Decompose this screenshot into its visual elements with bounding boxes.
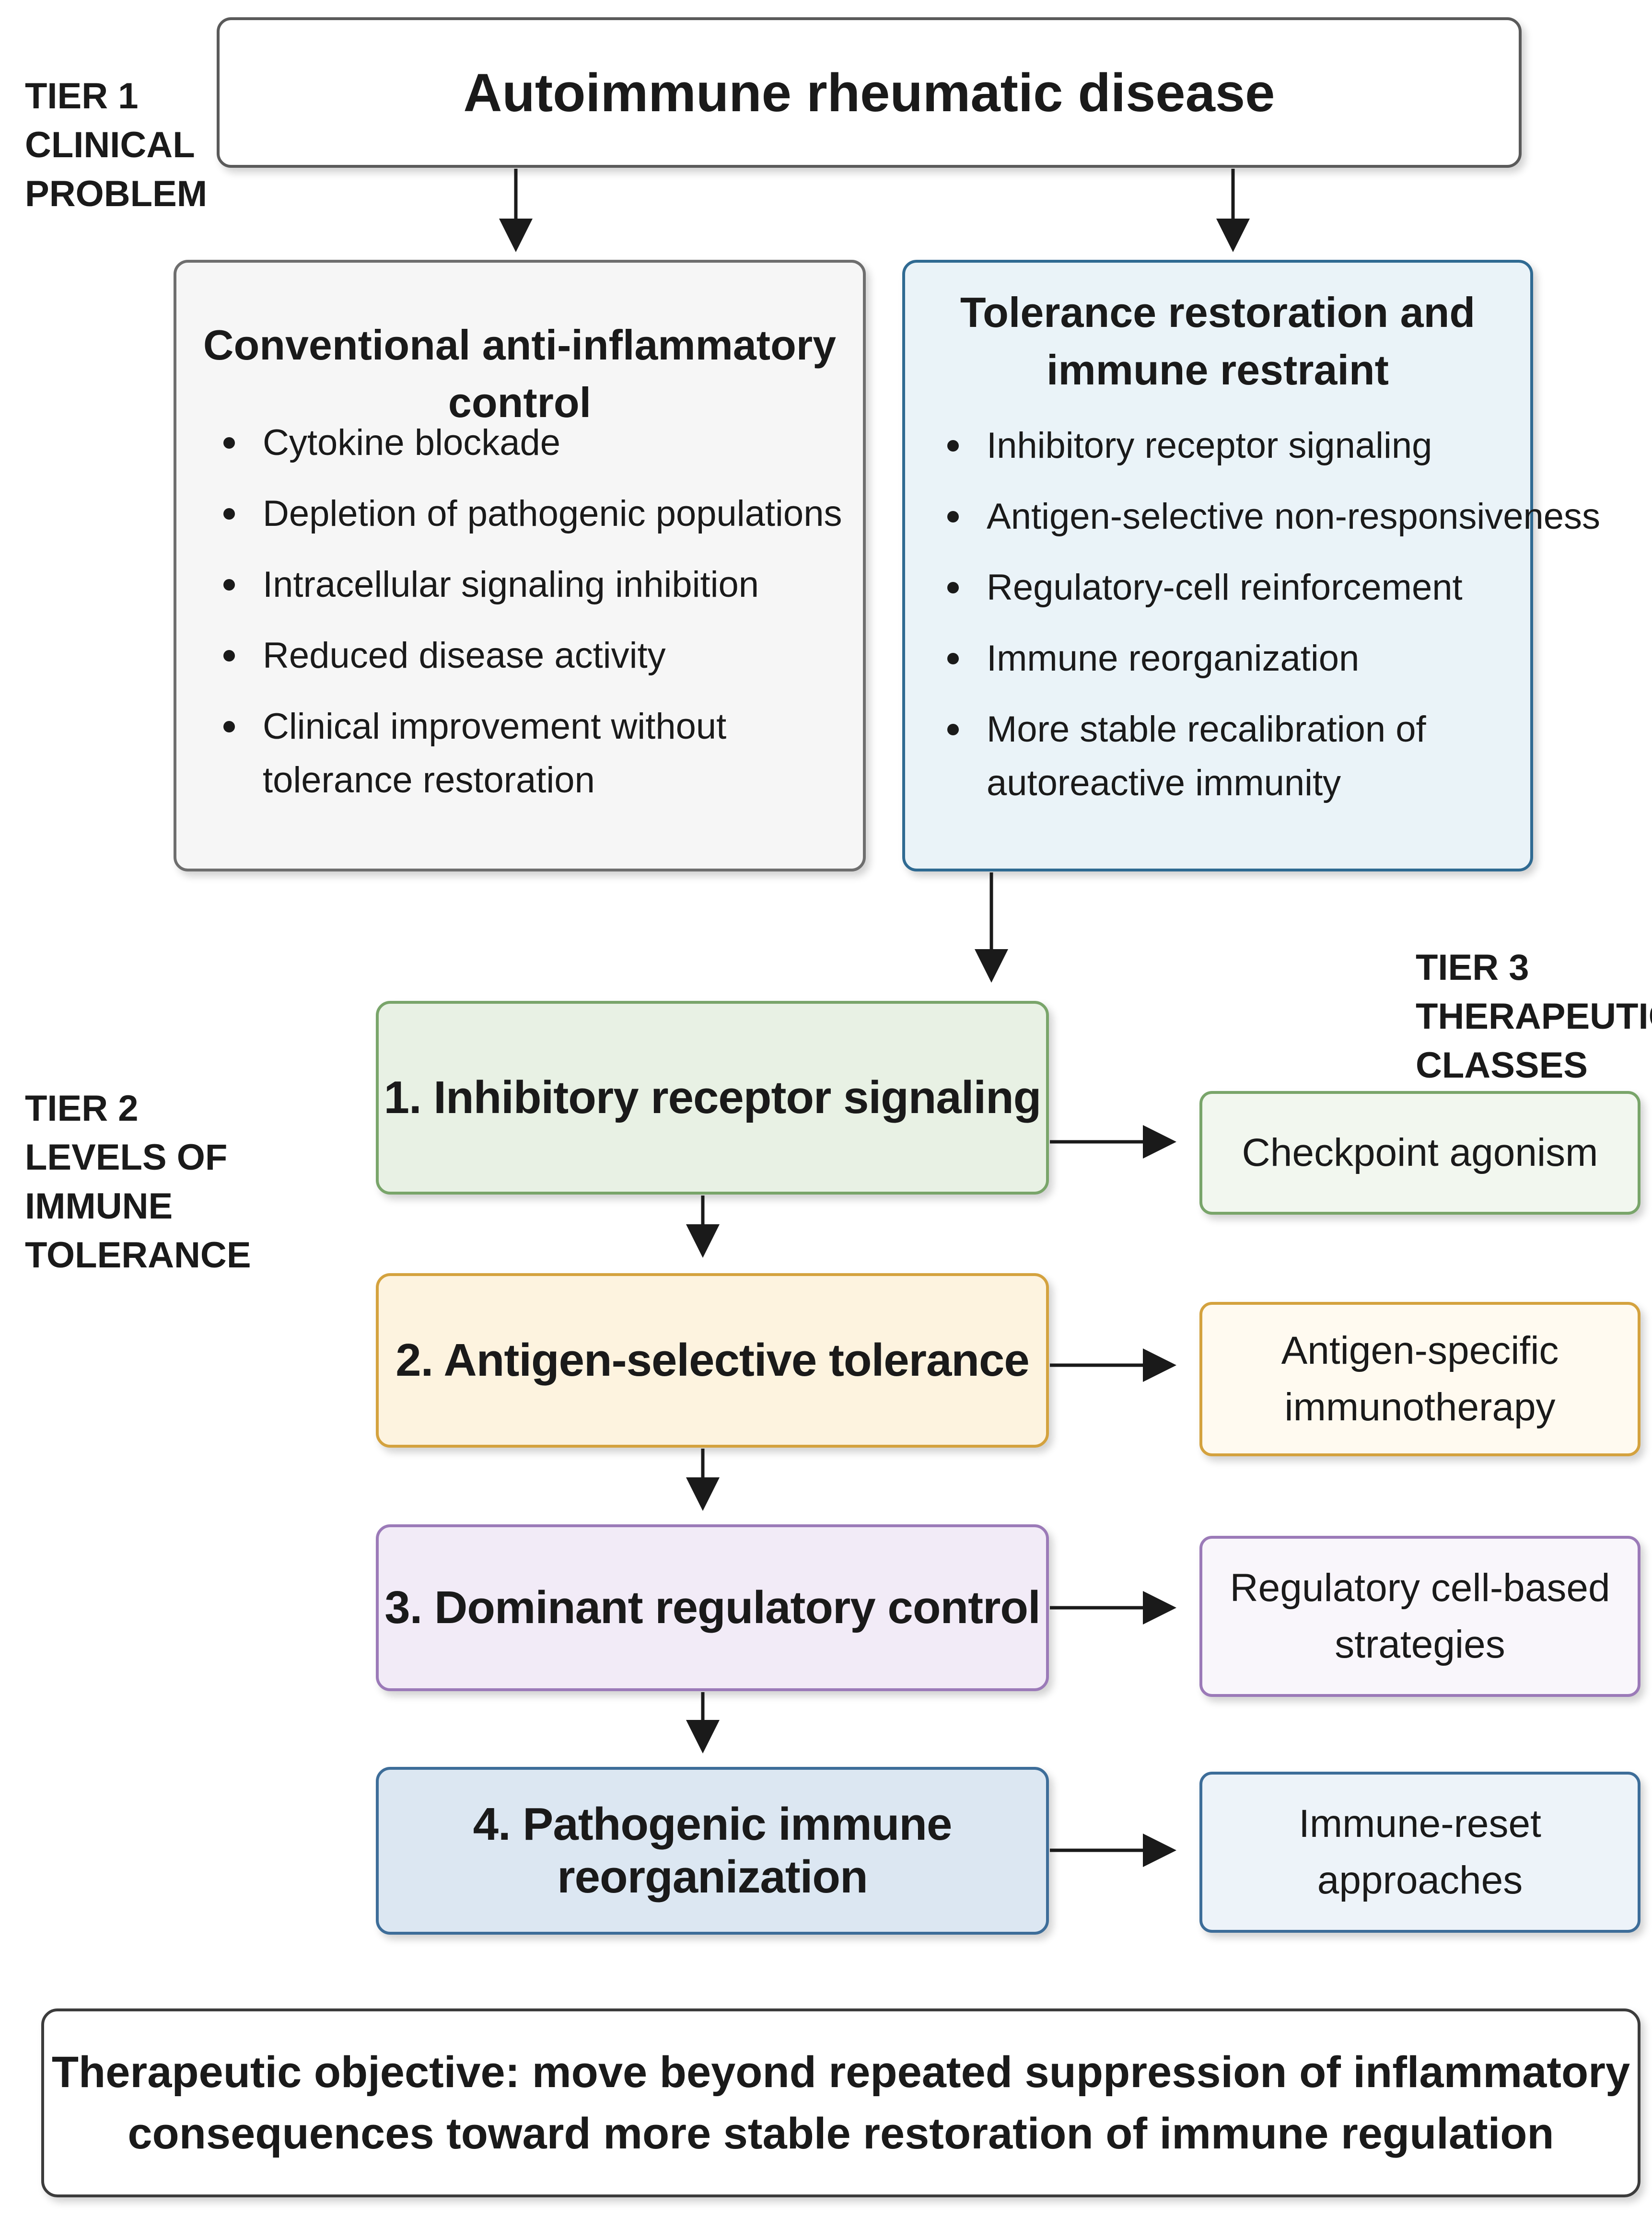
tolerance-restoration-panel: Tolerance restoration and immune restrai… [902,260,1533,871]
tier-3-label: TIER 3 THERAPEUTIC CLASSES [1416,947,1652,1086]
tier-2-label: TIER 2 LEVELS OF IMMUNE TOLERANCE [25,1088,251,1276]
tier-1-label: TIER 1 CLINICAL PROBLEM [25,76,207,214]
therapeutic-objective-box: Therapeutic objective: move beyond repea… [41,2008,1640,2197]
tolerance-bullets: Inhibitory receptor signaling Antigen-se… [947,419,1600,810]
level-2-antigen-selective: 2. Antigen-selective tolerance [376,1273,1049,1448]
class-antigen-specific-immunotherapy: Antigen-specific immunotherapy [1199,1302,1640,1456]
list-item: Inhibitory receptor signaling [947,419,1600,473]
list-item: Cytokine blockade [223,416,842,470]
tolerance-restoration-heading: Tolerance restoration and immune restrai… [960,289,1476,394]
level-4-pathogenic-reorganization: 4. Pathogenic immune reorganization [376,1767,1049,1935]
clinical-problem-box: Autoimmune rheumatic disease [217,17,1522,168]
list-item: Depletion of pathogenic populations [223,487,842,541]
class-checkpoint-agonism: Checkpoint agonism [1199,1091,1640,1215]
conventional-bullets: Cytokine blockade Depletion of pathogeni… [223,416,842,807]
list-item: Regulatory-cell reinforcement [947,561,1600,615]
class-immune-reset-approaches: Immune-reset approaches [1199,1772,1640,1933]
list-item: Reduced disease activity [223,629,842,683]
list-item: Antigen-selective non-responsiveness [947,490,1600,544]
level-3-dominant-regulatory: 3. Dominant regulatory control [376,1524,1049,1691]
level-1-inhibitory-receptor: 1. Inhibitory receptor signaling [376,1001,1049,1195]
class-regulatory-cell-strategies: Regulatory cell-based strategies [1199,1536,1640,1697]
clinical-problem-title: Autoimmune rheumatic disease [463,62,1275,123]
conventional-control-panel: Conventional anti-inflammatory control [174,260,866,871]
list-item: Immune reorganization [947,632,1600,685]
conventional-control-heading: Conventional anti-inflammatory control [203,321,837,426]
list-item: Intracellular signaling inhibition [223,558,842,612]
